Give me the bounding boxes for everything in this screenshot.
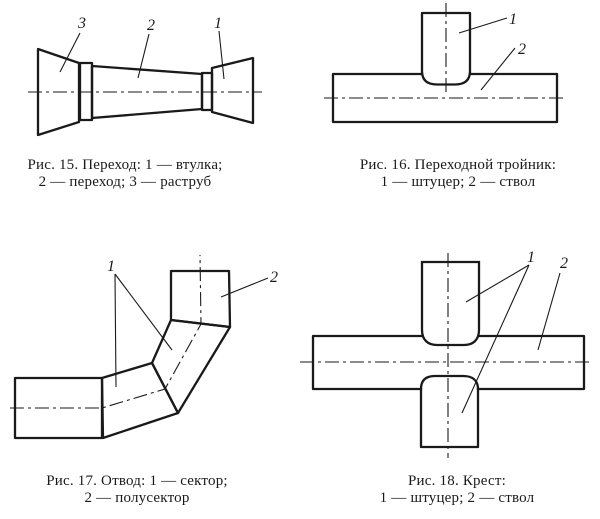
leader-line-1b — [461, 264, 530, 414]
callout-1: 1 — [509, 11, 517, 28]
caption-line-1: Рис. 15. Переход: 1 — втулка; — [27, 157, 223, 173]
callout-1: 1 — [107, 258, 115, 275]
top-branch-stub-shape — [420, 260, 481, 347]
branch-stub-shape — [420, 11, 472, 86]
callout-2: 2 — [518, 41, 526, 58]
fig17-caption: Рис. 17. Отвод: 1 — сектор; 2 — полусект… — [12, 473, 262, 507]
leader-line-2 — [537, 272, 561, 351]
sector-segment-shape — [100, 361, 180, 440]
leader-line-1a — [114, 273, 173, 351]
bend-centerline — [10, 254, 202, 409]
leader-line-1 — [218, 30, 225, 80]
socket-flare-shape — [36, 47, 81, 137]
leader-line-1b — [114, 273, 117, 388]
leader-line-2 — [137, 33, 150, 79]
caption-line-1: Рис. 17. Отвод: 1 — сектор; — [46, 473, 228, 489]
leader-line-2 — [220, 277, 269, 298]
callout-2: 2 — [560, 255, 568, 272]
callout-3: 3 — [77, 15, 86, 32]
sector-segment-shape — [150, 318, 232, 415]
caption-line-2: 1 — штуцер; 2 — ствол — [379, 490, 535, 506]
leader-line-3 — [59, 32, 81, 73]
leader-line-2 — [480, 47, 516, 91]
caption-line-1: Рис. 16. Переходной тройник: — [359, 157, 557, 173]
callout-2: 2 — [270, 269, 278, 286]
fig16-caption: Рис. 16. Переходной тройник: 1 — штуцер;… — [308, 157, 600, 191]
fig15-caption: Рис. 15. Переход: 1 — втулка; 2 — перехо… — [0, 157, 250, 191]
fig16-tee-drawing: 1 2 — [324, 3, 567, 124]
fig18-caption: Рис. 18. Крест: 1 — штуцер; 2 — ствол — [307, 473, 600, 507]
caption-line-2: 2 — переход; 3 — раструб — [38, 174, 212, 190]
fig18-cross-drawing: 1 2 — [300, 249, 593, 458]
bottom-branch-stub-shape — [419, 374, 480, 449]
fig17-elbow-drawing: 1 2 — [10, 254, 278, 440]
pipe-body-shape — [331, 72, 559, 124]
leader-line-1a — [465, 264, 530, 303]
caption-line-1: Рис. 18. Крест: — [408, 473, 506, 489]
pipe-body-shape — [311, 334, 586, 391]
caption-line-2: 1 — штуцер; 2 — ствол — [380, 174, 536, 190]
callout-1: 1 — [214, 15, 222, 32]
callout-1: 1 — [527, 249, 535, 266]
caption-line-2: 2 — полусектор — [84, 490, 190, 506]
half-sector-shape — [169, 269, 232, 329]
fig15-reducer-drawing: 3 2 1 — [28, 15, 262, 137]
callout-2: 2 — [147, 17, 155, 34]
bushing-flare-shape — [210, 56, 255, 125]
leader-line-1 — [458, 17, 508, 34]
